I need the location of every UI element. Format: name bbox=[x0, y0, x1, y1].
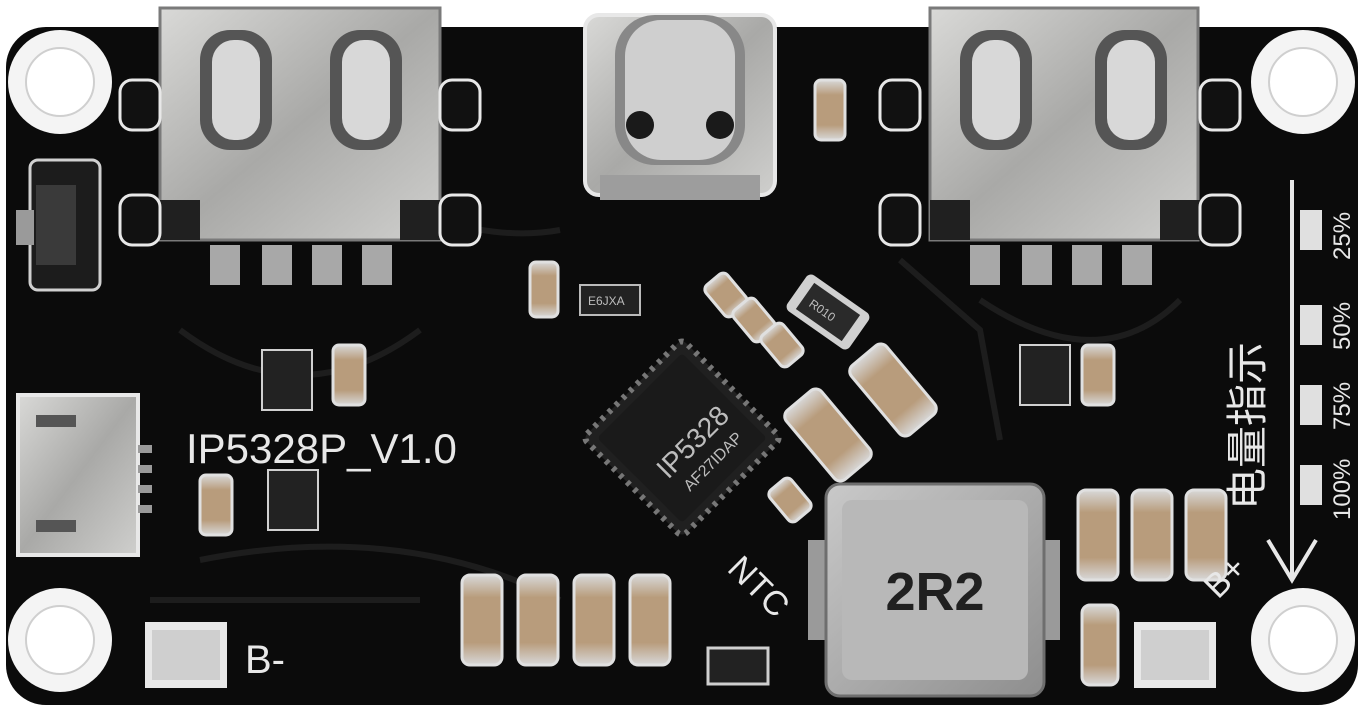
main-ic: IP5328 AF27IDAP bbox=[582, 338, 782, 538]
mounting-hole-top-left bbox=[8, 30, 112, 134]
capacitor-array bbox=[198, 78, 1228, 687]
push-button bbox=[16, 158, 102, 292]
led-column bbox=[1300, 210, 1322, 505]
inductor: 2R2 bbox=[808, 482, 1060, 698]
led-level-100: 100% bbox=[1329, 459, 1356, 520]
led-indicator-title: 电量指示 bbox=[1224, 342, 1271, 510]
battery-pad-positive bbox=[1134, 622, 1216, 688]
small-chip-label: E6JXA bbox=[588, 294, 625, 308]
led-level-labels: 25% 50% 75% 100% bbox=[1329, 212, 1356, 520]
direction-arrow bbox=[1266, 180, 1318, 584]
board-model-label: IP5328P_V1.0 bbox=[186, 425, 457, 472]
usb-c-port bbox=[583, 13, 777, 200]
sense-resistor: R010 bbox=[786, 274, 870, 350]
usb-a-port-left bbox=[118, 6, 482, 285]
small-chip: E6JXA bbox=[579, 284, 641, 316]
mounting-hole-top-right bbox=[1251, 30, 1355, 134]
mounting-hole-bottom-right bbox=[1251, 588, 1355, 692]
mounting-hole-bottom-left bbox=[8, 588, 112, 692]
usb-a-port-right bbox=[878, 6, 1242, 285]
led-level-75: 75% bbox=[1329, 382, 1356, 430]
transistor-small bbox=[261, 344, 1071, 531]
ntc-thermistor bbox=[706, 646, 770, 686]
battery-pad-negative bbox=[145, 622, 227, 688]
micro-usb-port bbox=[16, 393, 152, 557]
led-level-25: 25% bbox=[1329, 212, 1356, 260]
inductor-label: 2R2 bbox=[885, 562, 984, 622]
b-minus-label: B- bbox=[245, 638, 285, 682]
led-level-50: 50% bbox=[1329, 302, 1356, 350]
